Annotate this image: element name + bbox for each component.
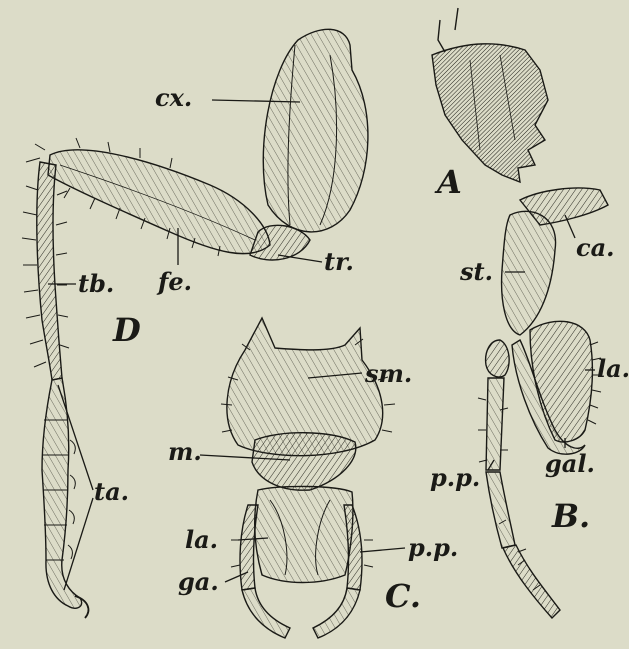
label-pp-c: p.p.: [408, 536, 458, 560]
label-tb: tb.: [78, 272, 114, 296]
mentum: [252, 433, 356, 490]
label-ca: ca.: [576, 236, 615, 260]
label-ta: ta.: [94, 480, 129, 504]
figure-a-mandible: [432, 8, 548, 182]
label-la-b: la.: [597, 357, 629, 381]
label-cx: cx.: [155, 86, 192, 110]
tarsus: [42, 378, 82, 608]
label-la-c: la.: [185, 528, 218, 552]
label-m: m.: [168, 440, 202, 464]
coxa: [263, 29, 368, 232]
stipes: [502, 211, 556, 335]
label-figure-c: C.: [385, 580, 421, 612]
label-sm: sm.: [365, 362, 412, 386]
label-gal: gal.: [545, 452, 595, 476]
label-pp-b: p.p.: [430, 466, 480, 490]
label-st: st.: [460, 260, 493, 284]
label-figure-a: A: [437, 166, 462, 198]
ligula: [255, 486, 353, 582]
label-figure-d: D: [113, 314, 141, 346]
maxillary-palp: [486, 340, 510, 377]
label-fe: fe.: [158, 270, 192, 294]
label-tr: tr.: [324, 250, 354, 274]
femur: [48, 150, 270, 254]
label-ga: ga.: [178, 570, 219, 594]
label-figure-b: B.: [552, 500, 590, 532]
